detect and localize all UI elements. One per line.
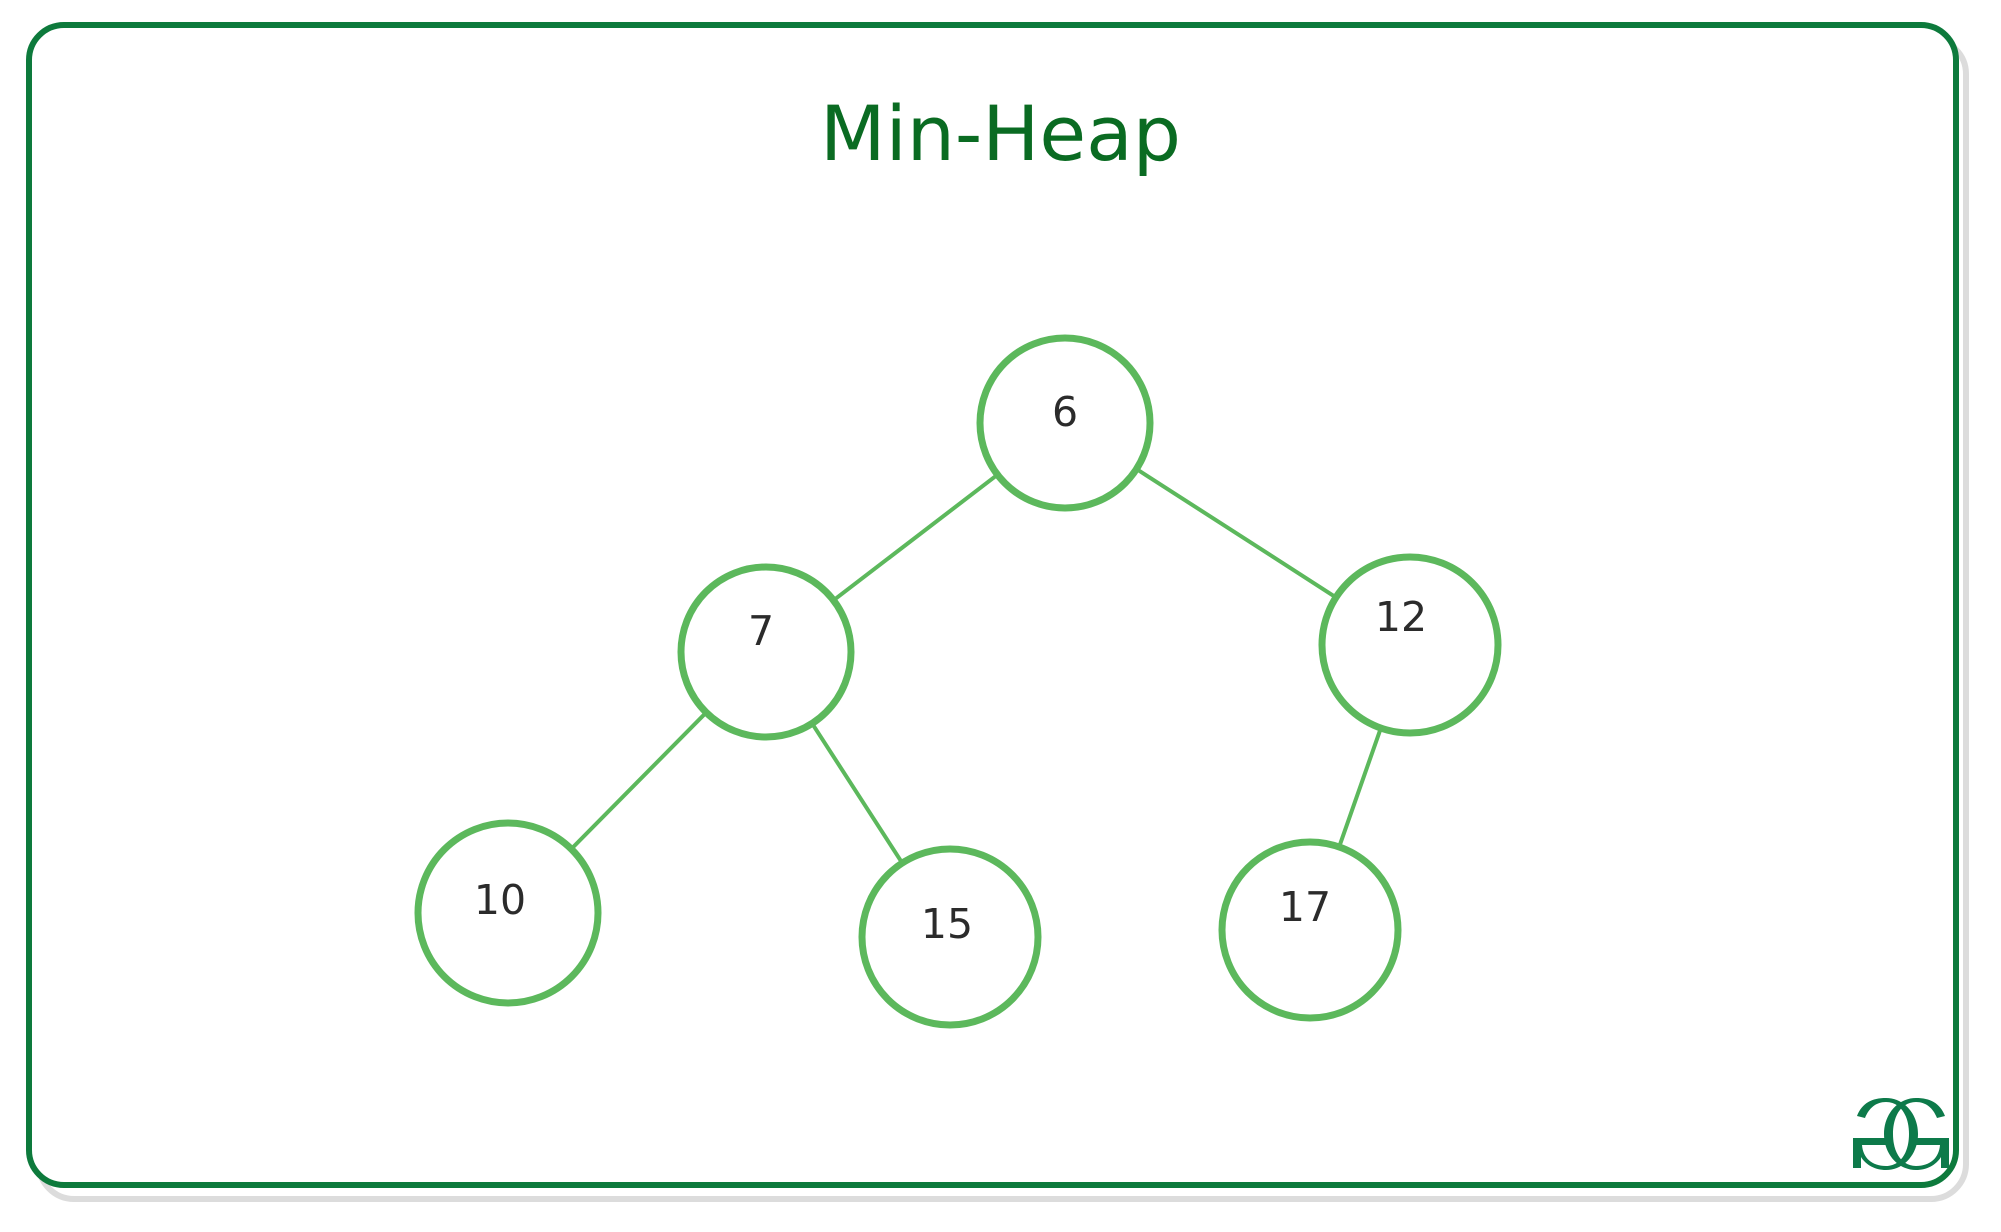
node-circle-7 [677, 563, 855, 741]
node-circle-6 [976, 334, 1154, 512]
node-label-17: 17 [1279, 883, 1331, 931]
tree-node-7[interactable]: 7 [677, 563, 855, 741]
node-label-10: 10 [474, 876, 526, 924]
tree-node-10[interactable]: 10 [414, 819, 602, 1007]
node-label-15: 15 [921, 900, 973, 948]
page-title: Min-Heap [820, 89, 1181, 178]
tree-node-15[interactable]: 15 [858, 845, 1042, 1029]
tree-edge-6-12 [1134, 466, 1338, 600]
tree-nodes-group: 6 7 12 10 15 17 [414, 334, 1502, 1029]
tree-edge-7-10 [569, 710, 709, 851]
tree-edges-group [569, 466, 1383, 866]
geeksforgeeks-logo [1853, 1098, 1949, 1170]
tree-node-17[interactable]: 17 [1218, 838, 1402, 1022]
tree-edge-6-7 [831, 472, 1000, 603]
tree-node-6[interactable]: 6 [976, 334, 1154, 512]
tree-node-12[interactable]: 12 [1318, 553, 1502, 737]
node-label-12: 12 [1375, 593, 1427, 641]
node-label-7: 7 [748, 607, 774, 655]
node-circle-15 [858, 845, 1042, 1029]
tree-edge-12-17 [1337, 726, 1383, 849]
node-circle-12 [1318, 553, 1502, 737]
node-label-6: 6 [1052, 388, 1078, 436]
node-circle-10 [414, 819, 602, 1007]
tree-edge-7-15 [810, 721, 905, 866]
node-circle-17 [1218, 838, 1402, 1022]
